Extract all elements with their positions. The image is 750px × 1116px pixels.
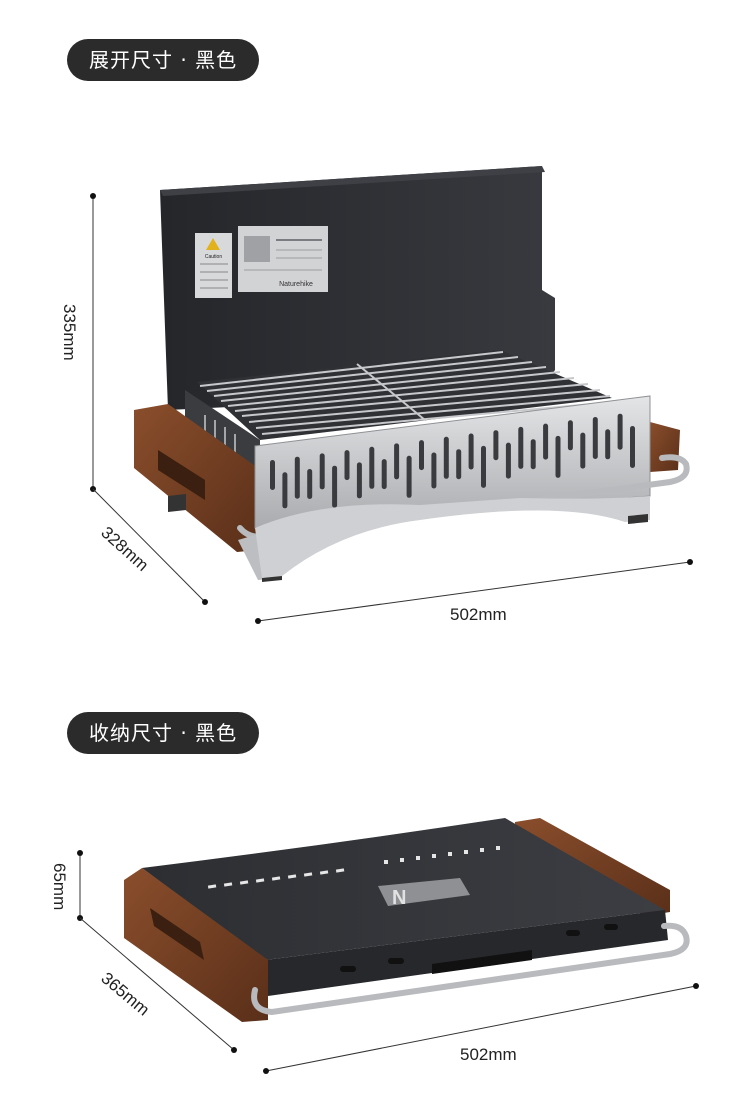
- brand-logo-mark: N: [392, 887, 406, 909]
- unfolded-section: 展开尺寸 · 黑色 335mm: [60, 39, 693, 624]
- width-label: 502mm: [450, 605, 507, 624]
- rear-leg-foot: [628, 514, 648, 524]
- vent-slot: [344, 450, 350, 481]
- folded-section: 收纳尺寸 · 黑色 65mm 365mm: [0, 660, 750, 1116]
- folded-depth-label: 365mm: [97, 969, 153, 1020]
- depth-dimension-line: [92, 488, 208, 605]
- vent-slot: [419, 440, 424, 471]
- vent-slot: [605, 429, 611, 460]
- vent-slot: [543, 423, 549, 460]
- folded-left-wood-handle: [124, 868, 268, 1022]
- vent-slot: [307, 469, 313, 499]
- vent-slot: [394, 443, 400, 480]
- unfolded-title-pill: 展开尺寸 · 黑色: [67, 39, 260, 81]
- folded-width-label: 502mm: [460, 1045, 517, 1064]
- width-dimension-line: [255, 559, 693, 624]
- folded-steel-handle-rail: [251, 922, 690, 1016]
- folded-width-dimension-line: [263, 983, 699, 1074]
- caution-sticker-text: Caution: [205, 254, 222, 260]
- front-steel-panel: [254, 395, 651, 529]
- vent-slot: [630, 426, 635, 468]
- vent-slot: [493, 430, 499, 461]
- grill-lid: Caution Naturehike: [160, 166, 555, 410]
- vent-slot: [567, 420, 573, 451]
- height-label: 335mm: [60, 304, 79, 361]
- vent-slot: [431, 452, 437, 489]
- brand-logo-plate: [378, 878, 470, 906]
- left-wood-handle: [134, 404, 260, 552]
- vent-slot: [443, 436, 449, 479]
- height-dimension-line: [90, 193, 96, 492]
- right-wood-handle: [650, 422, 680, 472]
- vent-slot: [282, 472, 288, 509]
- vent-slot: [294, 456, 300, 499]
- folded-title-pill: 收纳尺寸 · 黑色: [67, 712, 260, 754]
- vent-slot: [456, 449, 462, 480]
- vent-slot: [505, 442, 511, 479]
- folded-height-label: 65mm: [50, 863, 69, 910]
- vent-slot: [518, 426, 524, 469]
- left-leg-foot: [168, 494, 186, 512]
- vent-slot: [530, 439, 536, 470]
- grill-grate: [197, 350, 615, 440]
- vent-slot: [406, 455, 412, 498]
- stand-frame: [255, 496, 650, 578]
- vent-slot: [369, 446, 375, 489]
- folded-case-top: N: [142, 818, 668, 996]
- unfolded-grill-illustration: 335mm 328mm 502mm Caution: [60, 166, 693, 624]
- folded-height-dimension-line: [77, 850, 83, 921]
- vent-slot: [481, 445, 486, 488]
- vent-slot: [592, 417, 598, 459]
- vent-slot: [555, 435, 561, 478]
- vent-slot: [617, 413, 623, 450]
- vent-slot: [332, 465, 338, 508]
- vent-slot: [270, 460, 275, 490]
- brand-label-text: Naturehike: [279, 281, 313, 288]
- vent-slot: [468, 433, 474, 470]
- vent-slot: [381, 459, 387, 490]
- folded-depth-dimension-line: [79, 917, 237, 1053]
- folded-grill-illustration: 65mm 365mm 502mm: [50, 818, 699, 1074]
- vent-slot: [319, 453, 325, 490]
- vent-slot: [356, 462, 362, 499]
- depth-label: 328mm: [97, 523, 152, 575]
- vent-slot: [580, 432, 586, 469]
